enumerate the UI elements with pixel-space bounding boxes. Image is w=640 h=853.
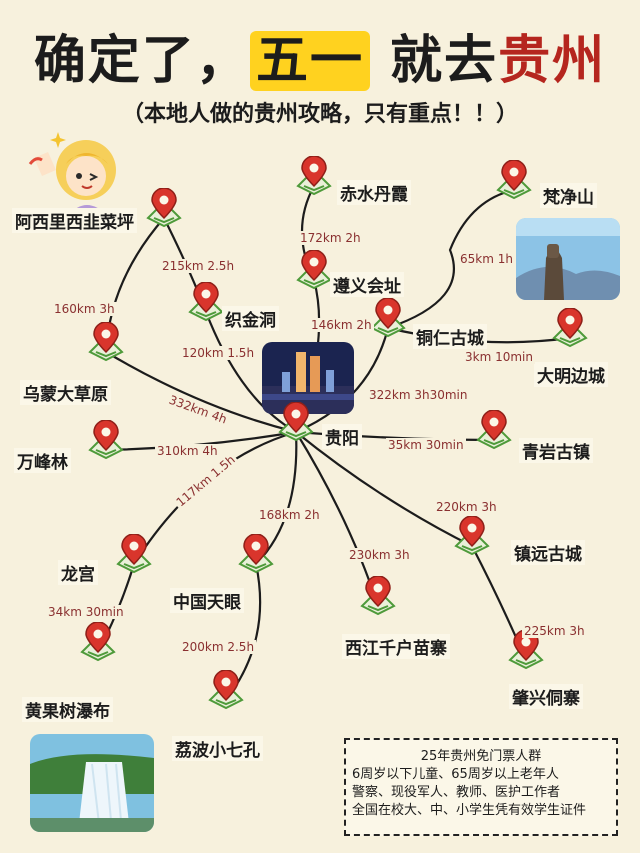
map-pin-icon xyxy=(552,308,588,348)
map-pin-icon xyxy=(296,250,332,290)
label-longgong: 龙宫 xyxy=(58,560,98,585)
route-guiyang-wumeng xyxy=(104,350,298,434)
route-guiyang-tongren xyxy=(294,326,390,434)
title-red: 贵州 xyxy=(498,31,607,91)
map-pin-icon xyxy=(188,282,224,322)
dist-tianyan: 168km 2h xyxy=(257,508,322,522)
map-pin-icon xyxy=(116,534,152,574)
label-guiyang: 贵阳 xyxy=(322,424,362,449)
label-zhenyuan: 镇远古城 xyxy=(511,540,585,565)
dist-huangguoshu: 34km 30min xyxy=(46,605,126,619)
dist-zhijin: 120km 1.5h xyxy=(180,346,257,360)
map-pin-icon xyxy=(146,188,182,228)
map-pin-icon xyxy=(476,410,512,450)
map-pin-icon xyxy=(88,322,124,362)
page-title: 确定了，五一 就去贵州 xyxy=(0,18,640,93)
free-ticket-notice: 25年贵州免门票人群 6周岁以下儿童、65周岁以上老年人 警察、现役军人、教师、… xyxy=(344,738,618,836)
dist-zhaoxing: 225km 3h xyxy=(522,624,587,638)
dist-wanfenglin: 310km 4h xyxy=(155,444,220,458)
route-tongren-fanjing xyxy=(386,188,516,330)
label-daming: 大明边城 xyxy=(534,362,608,387)
label-qingyan: 青岩古镇 xyxy=(519,438,593,463)
label-chishui: 赤水丹霞 xyxy=(337,180,411,205)
label-zhaoxing: 肇兴侗寨 xyxy=(509,684,583,709)
label-azi: 阿西里西韭菜坪 xyxy=(12,208,137,233)
dist-wumeng-azi: 160km 3h xyxy=(52,302,117,316)
title-part2: 就去 xyxy=(369,31,499,91)
notice-line2: 警察、现役军人、教师、医护工作者 xyxy=(352,785,561,800)
fanjing-photo xyxy=(516,218,620,300)
guiyang-photo xyxy=(262,342,354,414)
map-pin-icon xyxy=(508,630,544,670)
dist-zhenyuan: 220km 3h xyxy=(434,500,499,514)
notice-line3: 全国在校大、中、小学生凭有效学生证件 xyxy=(352,803,587,818)
map-pin-icon xyxy=(370,298,406,338)
dist-libo: 200km 2.5h xyxy=(180,640,257,654)
dist-tongren: 322km 3h30min xyxy=(367,388,470,402)
map-pin-icon xyxy=(238,534,274,574)
map-pin-icon xyxy=(496,160,532,200)
title-highlight: 五一 xyxy=(249,31,370,91)
dist-zunyi: 146km 2h xyxy=(309,318,374,332)
dist-qingyan: 35km 30min xyxy=(386,438,466,452)
map-pin-icon xyxy=(296,156,332,196)
route-guiyang-zhijin xyxy=(204,310,298,434)
map-pin-icon xyxy=(278,402,314,442)
label-libo: 荔波小七孔 xyxy=(172,736,263,761)
map-pin-icon xyxy=(454,516,490,556)
label-xijiang: 西江千户苗寨 xyxy=(342,634,450,659)
map-pin-icon xyxy=(80,622,116,662)
dist-daming: 3km 10min xyxy=(463,350,535,364)
notice-line1: 6周岁以下儿童、65周岁以上老年人 xyxy=(352,767,559,782)
notice-title: 25年贵州免门票人群 xyxy=(420,749,542,764)
label-zunyi: 遵义会址 xyxy=(330,272,404,297)
map-pin-icon xyxy=(360,576,396,616)
title-part1: 确定了， xyxy=(33,31,250,91)
map-pin-icon xyxy=(88,420,124,460)
dist-azi: 215km 2.5h xyxy=(160,259,237,273)
label-wanfenglin: 万峰林 xyxy=(14,448,71,473)
label-huangguoshu: 黄果树瀑布 xyxy=(22,697,113,722)
label-wumeng: 乌蒙大草原 xyxy=(20,380,111,405)
dist-xijiang: 230km 3h xyxy=(347,548,412,562)
dist-chishui: 172km 2h xyxy=(298,231,363,245)
label-zhijin: 织金洞 xyxy=(222,306,279,331)
huangguoshu-photo xyxy=(30,734,154,832)
label-tongren: 铜仁古城 xyxy=(413,324,487,349)
label-fanjing: 梵净山 xyxy=(540,183,597,208)
map-pin-icon xyxy=(208,670,244,710)
dist-fanjing: 65km 1h xyxy=(458,252,515,266)
route-guiyang-qingyan xyxy=(294,430,496,442)
label-tianyan: 中国天眼 xyxy=(170,588,244,613)
route-guiyang-zhenyuan xyxy=(294,430,474,548)
page-subtitle: （本地人做的贵州攻略，只有重点！！） xyxy=(121,102,518,127)
